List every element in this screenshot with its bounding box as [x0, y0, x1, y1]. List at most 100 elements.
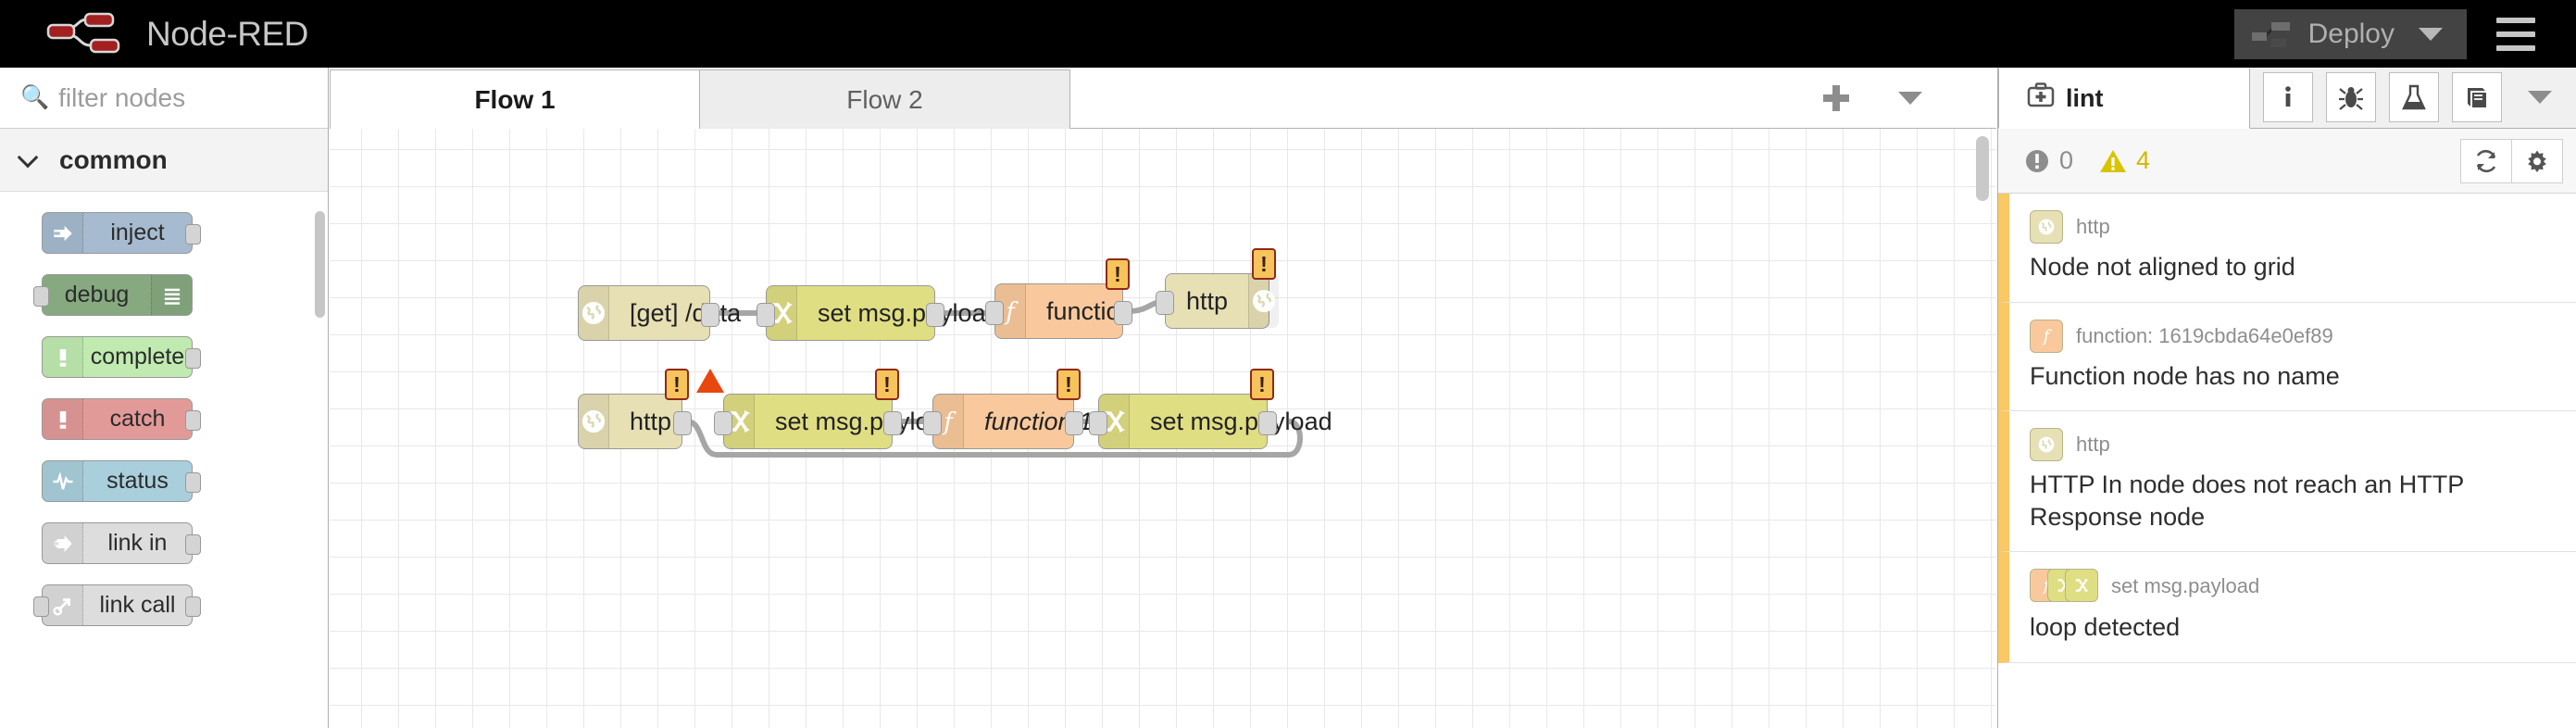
info-i-icon: [2285, 86, 2291, 107]
svg-text:f: f: [942, 408, 957, 436]
flow-node-change-set-payload-2[interactable]: set msg.payload!: [714, 369, 957, 449]
node-input-port[interactable]: [714, 411, 732, 435]
palette-node-complete[interactable]: complete: [42, 336, 201, 378]
palette-scrollbar[interactable]: [315, 211, 325, 318]
node-error-badge[interactable]: !: [875, 369, 899, 400]
palette-node-debug[interactable]: debug: [33, 274, 193, 316]
help-tab-button[interactable]: [2452, 72, 2502, 122]
node-output-port[interactable]: [185, 472, 201, 493]
bug-icon: [2339, 87, 2363, 110]
hamburger-menu-icon[interactable]: [2483, 0, 2548, 68]
node-output-port[interactable]: [1114, 301, 1132, 325]
node-error-badge[interactable]: !: [1106, 258, 1130, 290]
node-output-port[interactable]: [185, 410, 201, 431]
globe-icon: [579, 395, 609, 448]
brand: Node-RED: [44, 11, 308, 57]
node-output-port[interactable]: [926, 303, 944, 327]
node-output-port[interactable]: [185, 596, 201, 617]
inject-arrow-icon: [43, 213, 83, 253]
node-input-port[interactable]: [33, 596, 49, 617]
context-tab-button[interactable]: [2389, 72, 2439, 122]
node-output-port[interactable]: [1065, 411, 1083, 435]
node-error-badge[interactable]: !: [665, 369, 689, 400]
refresh-lint-button[interactable]: [2460, 138, 2512, 183]
palette-category-label: common: [59, 144, 168, 174]
shuffle-icon: [2065, 569, 2098, 603]
lint-item[interactable]: http HTTP In node does not reach an HTTP…: [1998, 411, 2576, 553]
lint-item[interactable]: http Node not aligned to grid: [1998, 194, 2576, 303]
flow-node-label: set msg.payload: [818, 298, 1000, 327]
debug-tab-button[interactable]: [2326, 72, 2376, 122]
tab-lint[interactable]: lint: [1998, 69, 2250, 129]
flow-node-label: function: [1046, 296, 1134, 325]
node-error-badge[interactable]: !: [1057, 369, 1081, 400]
node-error-badge[interactable]: !: [1250, 369, 1274, 400]
node-input-port[interactable]: [1156, 291, 1174, 315]
palette-node-link-call[interactable]: link call: [33, 584, 201, 626]
lint-item[interactable]: f function: 1619cbda64e0ef89 Function no…: [1998, 302, 2576, 412]
deploy-button[interactable]: Deploy: [2233, 8, 2467, 59]
node-input-port[interactable]: [923, 411, 942, 435]
sidebar-tab-row: lint: [1998, 68, 2576, 129]
node-output-port[interactable]: [701, 303, 719, 327]
book-icon: [2468, 88, 2486, 107]
node-output-port[interactable]: [673, 411, 692, 435]
flow-menu-button[interactable]: [1898, 91, 1922, 105]
lint-item-message: Function node has no name: [2030, 361, 2340, 390]
palette-node-list: inject debug complete catch status link in lin…: [0, 192, 328, 626]
node-error-badge[interactable]: !: [1252, 248, 1276, 280]
search-icon: 🔍: [20, 84, 50, 110]
palette-node-inject[interactable]: inject: [42, 212, 201, 254]
filter-nodes-input[interactable]: [58, 82, 300, 113]
lint-item-message: HTTP In node does not reach an HTTP Resp…: [2030, 471, 2464, 531]
lint-item[interactable]: f set msg.payload loop detected: [1998, 552, 2576, 663]
lint-item-source: function: 1619cbda64e0ef89: [2076, 323, 2333, 347]
palette-node-catch[interactable]: catch: [42, 398, 201, 440]
lint-item-message: loop detected: [2030, 613, 2181, 642]
deploy-label: Deploy: [2307, 18, 2395, 49]
gear-icon: [2528, 150, 2546, 172]
shuffle-icon: [767, 286, 797, 340]
flow-node-change-set-payload-3[interactable]: set msg.payload!: [1089, 369, 1332, 449]
chevron-down-icon[interactable]: [2419, 27, 2443, 41]
flow-node-http-in-get-data[interactable]: [get] /data: [578, 285, 741, 341]
node-output-port[interactable]: [185, 348, 201, 369]
flow-node-label: set msg.payload: [1150, 407, 1332, 435]
add-flow-button[interactable]: [1820, 69, 1852, 128]
sidebar-more-button[interactable]: [2528, 91, 2552, 104]
tab-flow-2[interactable]: Flow 2: [700, 69, 1070, 129]
link-call-icon: [43, 585, 83, 625]
debug-lines-icon: [151, 275, 192, 315]
palette-node-label: link in: [107, 530, 168, 556]
node-input-port[interactable]: [757, 303, 775, 327]
node-input-port[interactable]: [1089, 411, 1107, 435]
info-tab-button[interactable]: [2263, 72, 2313, 122]
palette-node-link-in[interactable]: link in: [42, 522, 201, 564]
node-input-port[interactable]: [33, 286, 49, 307]
node-output-port[interactable]: [883, 411, 902, 435]
node-input-port[interactable]: [985, 301, 1004, 325]
flow-node-http-response[interactable]: http!: [1156, 248, 1280, 329]
node-output-port[interactable]: [1258, 411, 1277, 435]
error-circle-icon: [2026, 149, 2048, 172]
first-aid-kit-icon: [2027, 82, 2055, 116]
svg-text:f: f: [2042, 327, 2053, 346]
node-output-port[interactable]: [185, 534, 201, 555]
palette-category-common[interactable]: common: [0, 129, 328, 192]
canvas-vertical-scrollbar[interactable]: [1976, 136, 1989, 201]
flask-icon: [2402, 84, 2426, 110]
app-header: Node-RED Deploy: [0, 0, 2576, 68]
node-output-port[interactable]: [185, 224, 201, 245]
flow-node-change-set-payload-1[interactable]: set msg.payload: [757, 285, 1000, 341]
error-count: 0: [2059, 146, 2074, 174]
lint-settings-button[interactable]: [2511, 138, 2563, 183]
lint-item-source: http: [2076, 215, 2110, 238]
palette-search-row: 🔍: [0, 68, 328, 129]
palette-node-status[interactable]: status: [42, 460, 201, 502]
lint-item-header: f set msg.payload: [2030, 569, 2556, 604]
tab-flow-1[interactable]: Flow 1: [330, 69, 700, 129]
flow-node-http-in-loop[interactable]: http!: [578, 369, 724, 449]
